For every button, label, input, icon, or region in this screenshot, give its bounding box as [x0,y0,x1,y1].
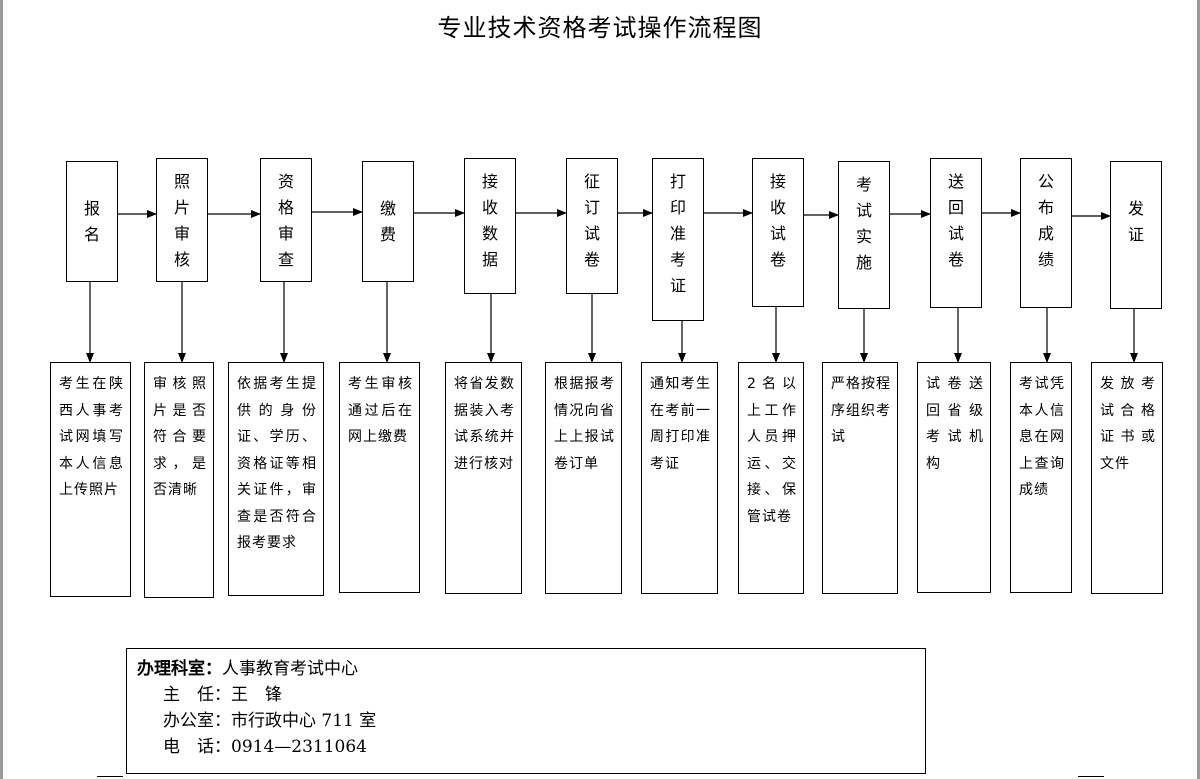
desc-text: 发放考试合格证书或文件 [1100,376,1156,472]
desc-text: 通知考生在考前一周打印准考证 [650,376,711,472]
step-label: 送 回 试 卷 [947,172,964,269]
step-box-7: 打 印 准 考 证 [652,158,704,321]
office-room-value: 市行政中心 711 室 [231,711,377,731]
office-heading-label: 办理科室： [137,659,222,679]
desc-box-1: 考生在陕西人事考试网填写本人信息上传照片 [50,362,131,597]
desc-text: 考试凭本人信息在网上查询成绩 [1019,376,1065,498]
step-label: 缴 费 [379,199,396,244]
desc-text: 将省发数据装入考试系统并进行核对 [454,376,515,472]
desc-box-3: 依据考生提供的身份证、学历、资格证等相关证件，审查是否符合报考要求 [228,362,324,596]
step-label: 照 片 审 核 [173,172,190,269]
desc-text: 依据考生提供的身份证、学历、资格证等相关证件，审查是否符合报考要求 [237,376,317,551]
bottom-mark-right [1078,776,1104,777]
desc-text: 试卷送回省级考试机构 [926,376,984,472]
page-title: 专业技术资格考试操作流程图 [437,14,763,42]
desc-text: 2名以上工作人员押运、交接、保管试卷 [747,376,797,525]
step-box-6: 征 订 试 卷 [566,158,618,294]
step-label: 报 名 [83,199,100,244]
step-label: 打 印 准 考 证 [669,172,686,295]
step-box-3: 资 格 审 查 [260,158,312,282]
step-box-8: 接 收 试 卷 [752,158,804,307]
step-label: 考 试 实 施 [855,175,872,272]
desc-text: 考生审核通过后在网上缴费 [348,376,413,445]
office-director-label: 主 任： [163,685,231,705]
desc-text: 根据报考情况向省上上报试卷订单 [554,376,615,472]
office-room-label: 办公室： [163,711,231,731]
office-phone-line: 电 话：0914—2311064 [163,734,367,760]
desc-box-2: 审核照片是否符合要求，是否清晰 [144,362,214,598]
step-label: 接 收 试 卷 [769,172,786,269]
step-label: 征 订 试 卷 [583,172,600,269]
desc-text: 考生在陕西人事考试网填写本人信息上传照片 [59,376,124,498]
desc-box-4: 考生审核通过后在网上缴费 [339,362,420,593]
desc-box-6: 根据报考情况向省上上报试卷订单 [545,362,622,594]
bottom-mark-left [97,776,123,777]
desc-text: 严格按程序组织考试 [831,376,891,445]
step-box-10: 送 回 试 卷 [930,158,982,308]
step-box-2: 照 片 审 核 [156,158,208,282]
desc-box-9: 严格按程序组织考试 [822,362,898,594]
desc-text: 审核照片是否符合要求，是否清晰 [153,376,207,498]
office-room-line: 办公室：市行政中心 711 室 [163,708,376,734]
office-director-value: 王 锋 [231,685,282,705]
step-box-1: 报 名 [66,161,118,282]
office-director-line: 主 任：王 锋 [163,682,282,708]
step-label: 资 格 审 查 [277,172,294,269]
desc-box-8: 2名以上工作人员押运、交接、保管试卷 [738,362,804,594]
desc-box-10: 试卷送回省级考试机构 [917,362,991,593]
desc-box-12: 发放考试合格证书或文件 [1091,362,1163,594]
office-heading-value: 人事教育考试中心 [222,659,358,679]
desc-box-7: 通知考生在考前一周打印准考证 [641,362,718,594]
step-box-4: 缴 费 [362,161,414,282]
office-phone-value: 0914—2311064 [231,737,367,757]
desc-box-11: 考试凭本人信息在网上查询成绩 [1010,362,1072,593]
step-box-12: 发 证 [1110,161,1162,309]
desc-box-5: 将省发数据装入考试系统并进行核对 [445,362,522,594]
office-heading-line: 办理科室：人事教育考试中心 [137,656,358,682]
page-edge-left [0,0,3,779]
step-label: 接 收 数 据 [481,172,498,269]
office-phone-label: 电 话： [163,737,231,757]
step-label: 发 证 [1127,199,1144,244]
page-edge-right [1197,0,1200,779]
office-info-box: 办理科室：人事教育考试中心 主 任：王 锋 办公室：市行政中心 711 室 电 … [126,648,926,774]
step-label: 公 布 成 绩 [1037,172,1054,269]
step-box-5: 接 收 数 据 [464,158,516,294]
step-box-11: 公 布 成 绩 [1020,158,1072,308]
step-box-9: 考 试 实 施 [838,161,890,309]
